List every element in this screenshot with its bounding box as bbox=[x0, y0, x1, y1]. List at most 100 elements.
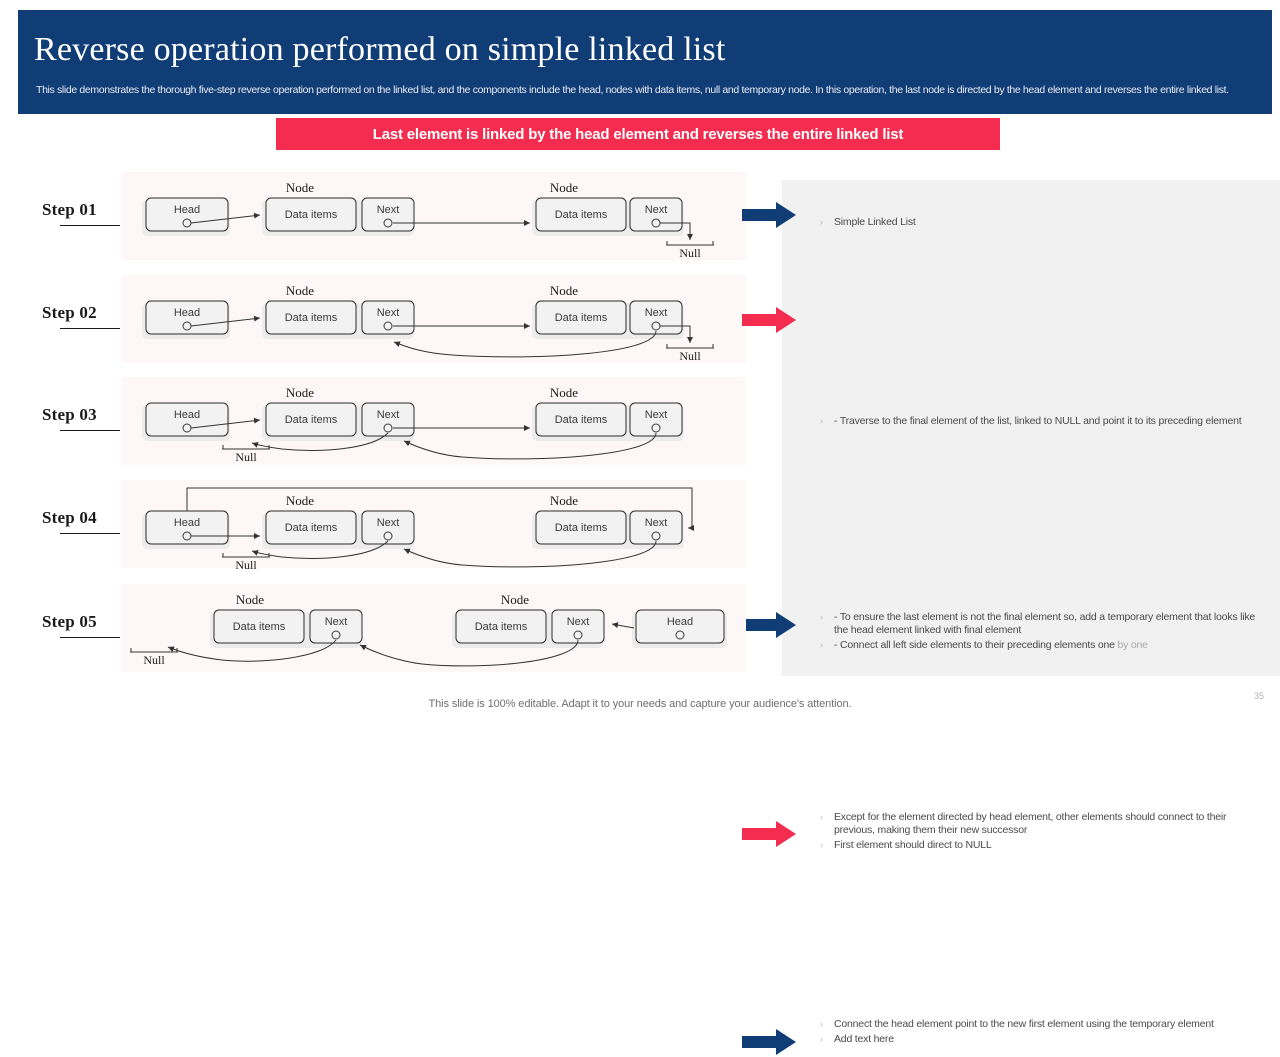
svg-text:Next: Next bbox=[325, 616, 348, 628]
bullet-text: - Connect all left side elements to thei… bbox=[834, 639, 1148, 652]
footer-note: This slide is 100% editable. Adapt it to… bbox=[428, 698, 852, 710]
step-bullets: › Except for the element directed by hea… bbox=[820, 811, 1260, 854]
svg-text:Next: Next bbox=[567, 616, 590, 628]
step-label-group: Step 03 bbox=[42, 405, 134, 431]
step-bullets: › Connect the head element point to the … bbox=[820, 1018, 1260, 1048]
bullet-item: › Except for the element directed by hea… bbox=[820, 811, 1260, 837]
svg-text:Null: Null bbox=[679, 246, 701, 260]
bullet-item: › Simple Linked List bbox=[820, 216, 1260, 229]
svg-text:Next: Next bbox=[645, 517, 668, 529]
bullet-marker-icon: › bbox=[820, 416, 823, 426]
description-panel bbox=[782, 180, 1280, 676]
bullet-item: › - To ensure the last element is not th… bbox=[820, 611, 1260, 637]
bullet-text: Add text here bbox=[834, 1033, 894, 1045]
bullet-item: › Connect the head element point to the … bbox=[820, 1018, 1260, 1031]
svg-text:Data items: Data items bbox=[555, 414, 608, 426]
page-number: 35 bbox=[1253, 691, 1264, 701]
svg-text:Next: Next bbox=[377, 204, 400, 216]
svg-text:Node: Node bbox=[286, 493, 314, 508]
svg-text:Next: Next bbox=[377, 307, 400, 319]
bullet-text: Connect the head element point to the ne… bbox=[834, 1018, 1214, 1030]
svg-text:Node: Node bbox=[550, 283, 578, 298]
svg-text:Data items: Data items bbox=[285, 414, 338, 426]
svg-text:Head: Head bbox=[174, 204, 200, 216]
svg-text:Node: Node bbox=[286, 385, 314, 400]
bullet-marker-icon: › bbox=[820, 840, 823, 850]
svg-text:Data items: Data items bbox=[555, 312, 608, 324]
bullet-text-main: - Connect all left side elements to thei… bbox=[834, 639, 1118, 651]
svg-text:Data items: Data items bbox=[285, 312, 338, 324]
bullet-text: - To ensure the last element is not the … bbox=[834, 611, 1256, 636]
svg-text:Next: Next bbox=[645, 307, 668, 319]
svg-text:Head: Head bbox=[667, 616, 693, 628]
slide-header: Reverse operation performed on simple li… bbox=[8, 10, 1272, 114]
svg-text:Null: Null bbox=[679, 349, 701, 363]
step-label-group: Step 04 bbox=[42, 508, 134, 534]
step-label: Step 05 bbox=[42, 612, 97, 631]
bullet-marker-icon: › bbox=[820, 640, 823, 650]
highlight-banner: Last element is linked by the head eleme… bbox=[276, 118, 1000, 150]
step-label-group: Step 01 bbox=[42, 200, 134, 226]
page-title: Reverse operation performed on simple li… bbox=[34, 31, 726, 68]
svg-text:Node: Node bbox=[286, 180, 314, 195]
step-label-underline bbox=[60, 637, 120, 638]
svg-text:Node: Node bbox=[550, 493, 578, 508]
step-label-group: Step 02 bbox=[42, 303, 134, 329]
linked-list-diagram-step-05: Node Node Data items Next Data items Nex… bbox=[122, 584, 746, 672]
step-label-underline bbox=[60, 328, 120, 329]
page-subtitle: This slide demonstrates the thorough fiv… bbox=[36, 84, 1229, 96]
svg-text:Data items: Data items bbox=[555, 522, 608, 534]
svg-text:Head: Head bbox=[174, 307, 200, 319]
svg-text:Null: Null bbox=[235, 450, 257, 464]
svg-text:Null: Null bbox=[143, 653, 165, 667]
step-label-underline bbox=[60, 430, 120, 431]
svg-text:Data items: Data items bbox=[285, 522, 338, 534]
bullet-text-dim: by one bbox=[1117, 639, 1149, 651]
step-row: Step 01 Node Node Head bbox=[0, 172, 1280, 266]
step-arrow bbox=[742, 819, 798, 849]
svg-text:Next: Next bbox=[645, 204, 668, 216]
svg-text:Data items: Data items bbox=[475, 621, 528, 633]
step-arrow bbox=[742, 610, 798, 640]
svg-text:Data items: Data items bbox=[233, 621, 286, 633]
highlight-banner-text: Last element is linked by the head eleme… bbox=[372, 125, 904, 143]
step-label: Step 03 bbox=[42, 405, 97, 424]
bullet-text: - Traverse to the final element of the l… bbox=[834, 415, 1242, 427]
svg-text:Data items: Data items bbox=[555, 209, 608, 221]
bullet-marker-icon: › bbox=[820, 612, 823, 622]
bullet-marker-icon: › bbox=[820, 812, 823, 822]
header-accent-bar bbox=[8, 10, 18, 114]
linked-list-diagram-step-03: Node Node Head Data items Next Data item… bbox=[122, 377, 746, 465]
svg-text:Head: Head bbox=[174, 409, 200, 421]
svg-text:Node: Node bbox=[286, 283, 314, 298]
step-row: Step 02 Node Node Head Data items bbox=[0, 275, 1280, 427]
step-label: Step 04 bbox=[42, 508, 97, 527]
linked-list-diagram-step-04: Node Node Head Data items Next Data item… bbox=[122, 480, 746, 572]
svg-text:Null: Null bbox=[235, 558, 257, 572]
svg-text:Head: Head bbox=[174, 517, 200, 529]
bullet-item: › - Connect all left side elements to th… bbox=[820, 639, 1260, 652]
step-arrow bbox=[742, 200, 798, 230]
step-label-group: Step 05 bbox=[42, 612, 134, 638]
step-label-underline bbox=[60, 533, 120, 534]
step-bullets: › - Traverse to the final element of the… bbox=[820, 415, 1260, 430]
bullet-text: First element should direct to NULL bbox=[834, 839, 992, 851]
svg-text:Next: Next bbox=[645, 409, 668, 421]
bullet-marker-icon: › bbox=[820, 1034, 823, 1044]
bullet-marker-icon: › bbox=[820, 217, 823, 227]
bullet-marker-icon: › bbox=[820, 1019, 823, 1029]
steps-container: Step 01 Node Node Head bbox=[0, 172, 1280, 1055]
step-arrow bbox=[742, 305, 798, 335]
step-label-underline bbox=[60, 225, 120, 226]
svg-text:Node: Node bbox=[236, 592, 264, 607]
step-label: Step 01 bbox=[42, 200, 97, 219]
bullet-item: › First element should direct to NULL bbox=[820, 839, 1260, 852]
linked-list-diagram-step-01: Node Node Head Data items Next Data item… bbox=[122, 172, 746, 260]
bullet-item: › - Traverse to the final element of the… bbox=[820, 415, 1260, 428]
step-label: Step 02 bbox=[42, 303, 97, 322]
svg-text:Node: Node bbox=[501, 592, 529, 607]
svg-text:Next: Next bbox=[377, 409, 400, 421]
svg-text:Node: Node bbox=[550, 385, 578, 400]
bullet-text: Except for the element directed by head … bbox=[834, 811, 1227, 836]
step-arrow bbox=[742, 1027, 798, 1057]
